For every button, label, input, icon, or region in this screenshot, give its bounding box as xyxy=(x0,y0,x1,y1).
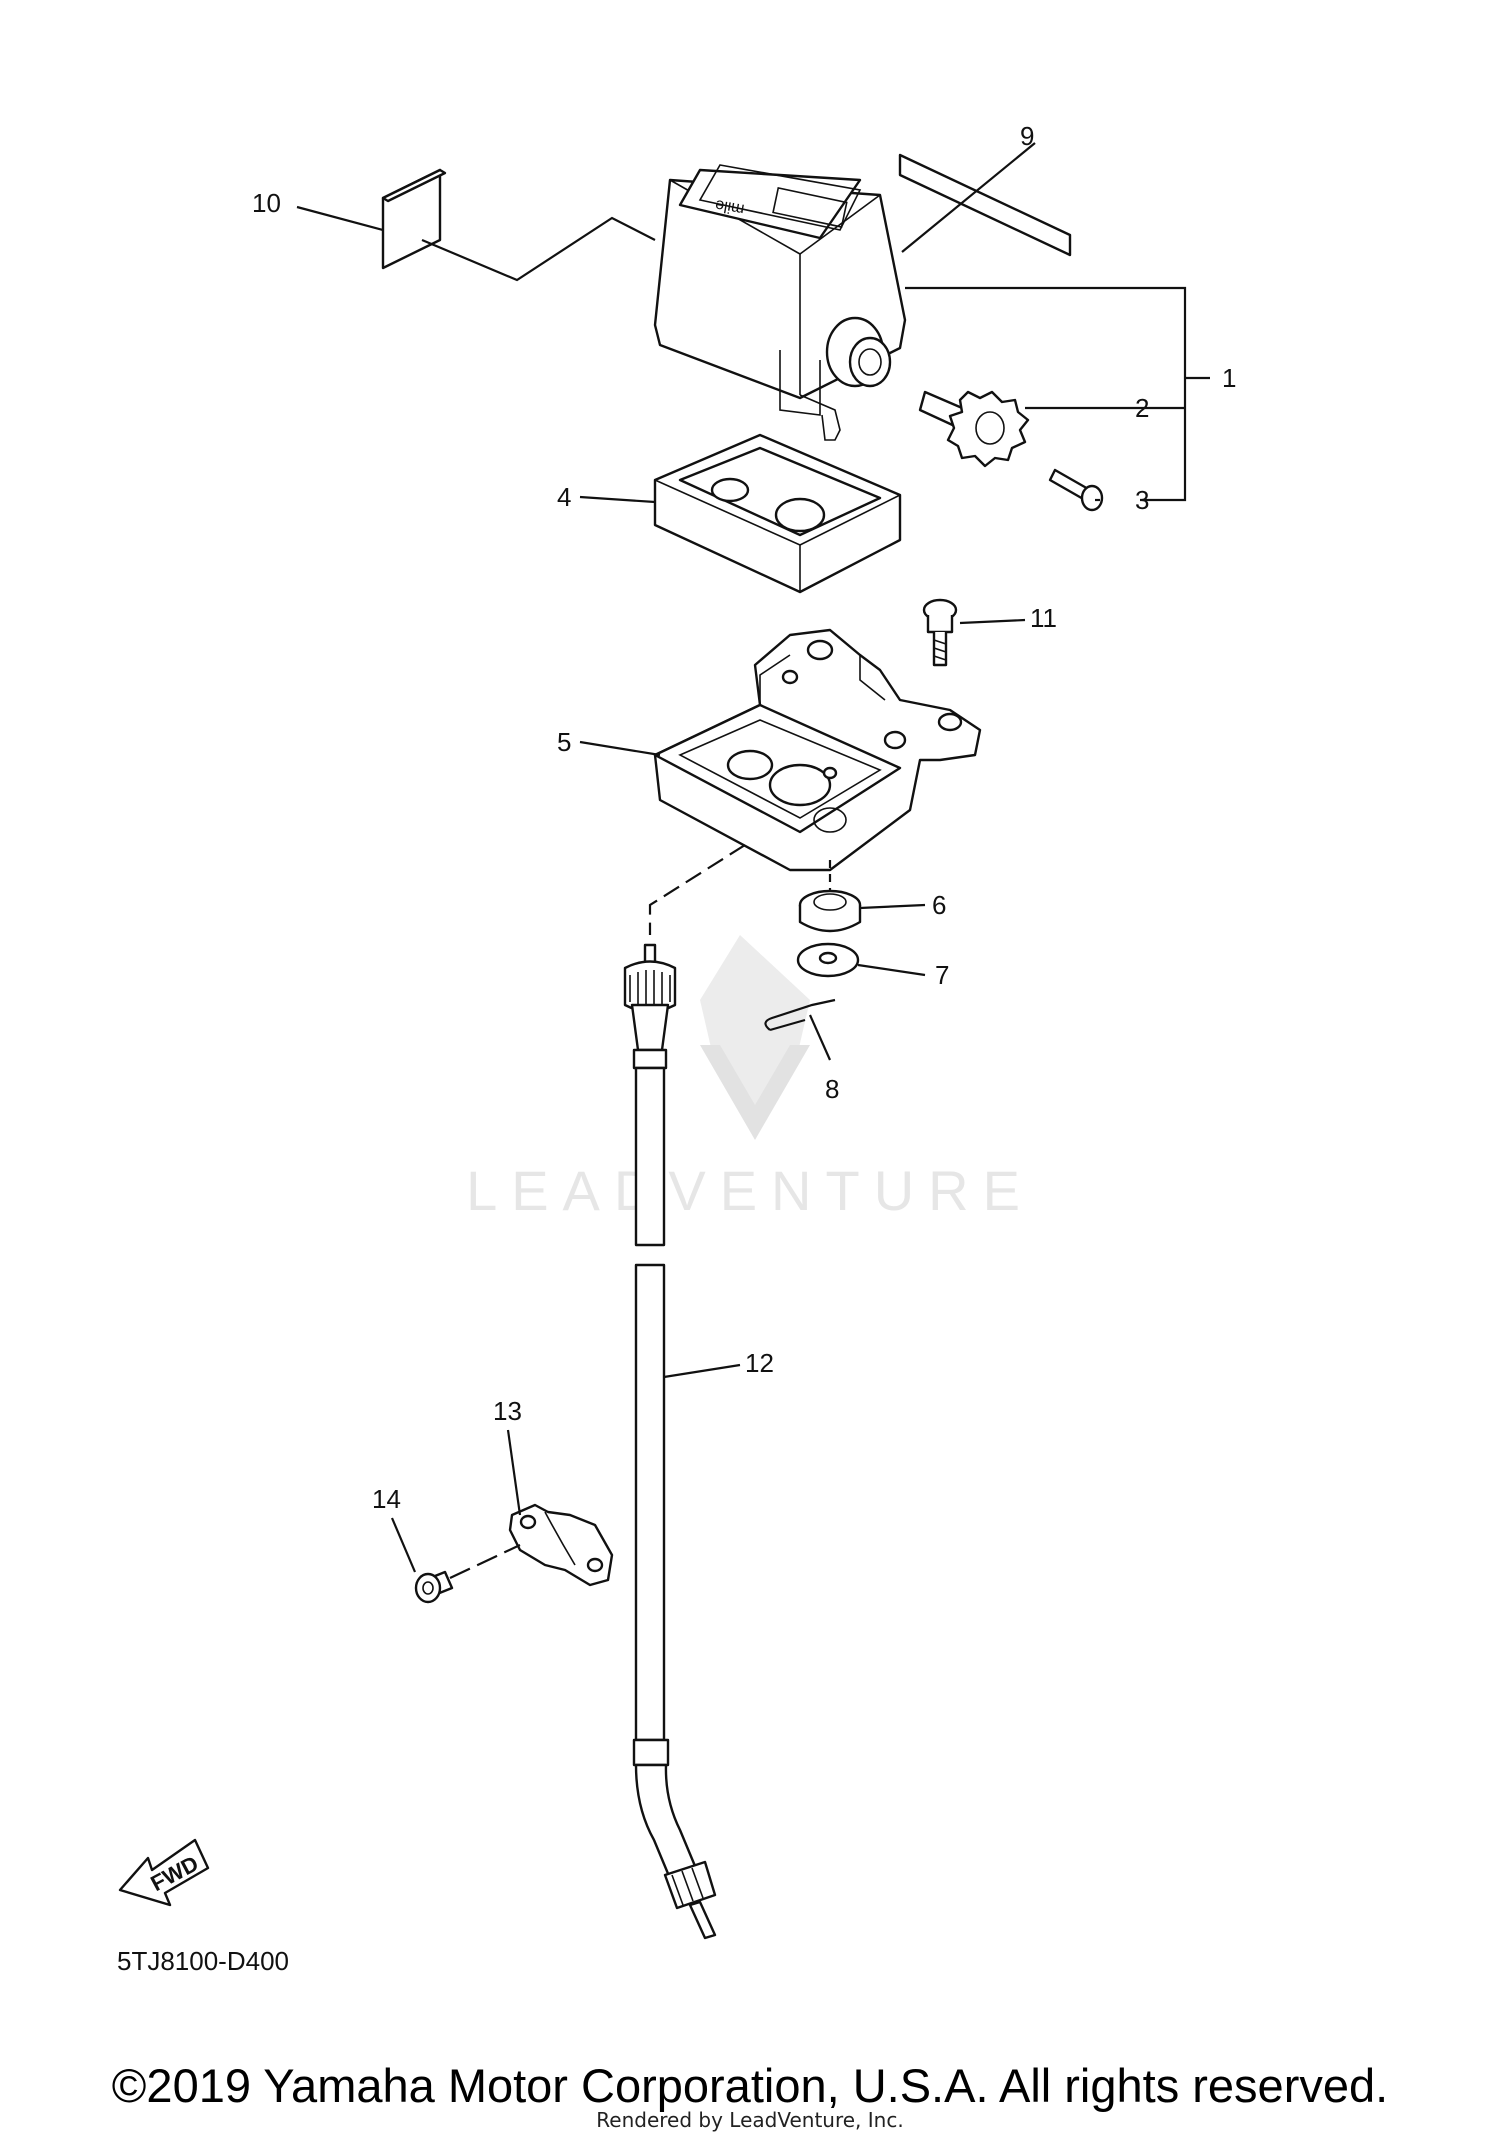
part-11-bolt xyxy=(922,598,958,667)
callout-1: 1 xyxy=(1222,363,1236,393)
part-8-clip xyxy=(764,998,836,1032)
copyright-text: ©2019 Yamaha Motor Corporation, U.S.A. A… xyxy=(111,2059,1389,2112)
part-3-screw xyxy=(1048,468,1104,512)
callout-8: 8 xyxy=(825,1074,839,1104)
part-14-screw xyxy=(414,1544,521,1604)
leader-lines xyxy=(296,142,1210,1573)
watermark-text: LEADVENTURE xyxy=(466,1159,1034,1222)
part-12-cable xyxy=(623,844,746,1940)
fwd-arrow: FWD xyxy=(118,1838,210,1907)
part-13-clamp xyxy=(508,1503,614,1587)
callout-3: 3 xyxy=(1135,485,1149,515)
watermark: LEADVENTURE xyxy=(466,935,1034,1222)
callout-5: 5 xyxy=(557,727,571,757)
part-9-strip xyxy=(898,153,1072,257)
callout-10: 10 xyxy=(252,188,281,218)
callout-2: 2 xyxy=(1135,393,1149,423)
diagram-code: 5TJ8100-D400 xyxy=(117,1946,289,1976)
part-5-bracket xyxy=(653,628,982,872)
part-10-sticker xyxy=(381,168,656,282)
callout-4: 4 xyxy=(557,482,571,512)
callouts: 1 2 3 4 5 6 7 8 9 10 11 12 13 14 xyxy=(252,121,1236,1514)
part-6-grommet xyxy=(798,860,862,933)
part-7-washer xyxy=(796,942,860,978)
callout-12: 12 xyxy=(745,1348,774,1378)
rendered-by-text: Rendered by LeadVenture, Inc. xyxy=(596,2108,904,2132)
part-1-meter-housing: mile xyxy=(653,164,907,441)
callout-13: 13 xyxy=(493,1396,522,1426)
callout-11: 11 xyxy=(1030,603,1057,633)
part-2-gear xyxy=(918,390,1030,468)
meter-face-text: mile xyxy=(714,196,746,218)
part-4-cover xyxy=(653,433,902,594)
callout-7: 7 xyxy=(935,960,949,990)
callout-6: 6 xyxy=(932,890,946,920)
callout-14: 14 xyxy=(372,1484,401,1514)
callout-9: 9 xyxy=(1020,121,1034,151)
